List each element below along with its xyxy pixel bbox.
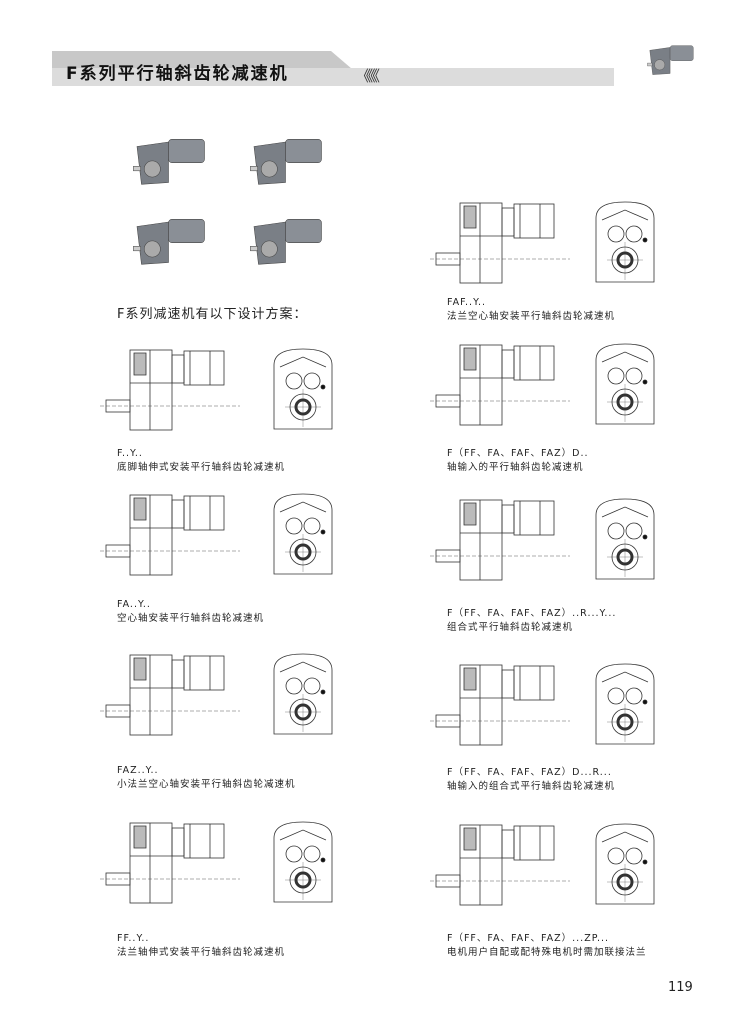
caption-fa-y: FA..Y.. 空心轴安装平行轴斜齿轮减速机 [117, 598, 264, 626]
model-description: 空心轴安装平行轴斜齿轮减速机 [117, 613, 265, 624]
caption-ff-y: FF..Y.. 法兰轴伸式安装平行轴斜齿轮减速机 [117, 932, 285, 960]
product-photo-1 [133, 138, 205, 185]
front-view-drawing [590, 198, 660, 288]
model-code: F（FF、FA、FAF、FAZ）...ZP... [447, 933, 610, 944]
caption-zp: F（FF、FA、FAF、FAZ）...ZP... 电机用户自配或配特殊电机时需加联… [447, 932, 647, 960]
banner-tab [52, 51, 352, 69]
front-view-drawing [268, 650, 338, 740]
model-code: F（FF、FA、FAF、FAZ）..R...Y... [447, 608, 617, 619]
model-description: 电机用户自配或配特殊电机时需加联接法兰 [447, 947, 647, 958]
page-number: 119 [668, 980, 693, 995]
side-view-drawing [100, 490, 240, 580]
side-view-drawing [100, 818, 240, 908]
model-description: 轴输入的平行轴斜齿轮减速机 [447, 462, 584, 473]
front-view-drawing [590, 495, 660, 585]
front-view-drawing [590, 660, 660, 750]
model-code: F（FF、FA、FAF、FAZ）D.. [447, 448, 589, 459]
caption-faf-y: FAF..Y.. 法兰空心轴安装平行轴斜齿轮减速机 [447, 296, 615, 324]
front-view-drawing [590, 340, 660, 430]
caption-d-r: F（FF、FA、FAF、FAZ）D...R... 轴输入的组合式平行轴斜齿轮减速机 [447, 766, 615, 794]
model-description: 底脚轴伸式安装平行轴斜齿轮减速机 [117, 462, 286, 473]
side-view-drawing [430, 198, 570, 288]
chevron-icon: 《《《 [356, 67, 380, 85]
product-photo-4 [250, 218, 322, 265]
page-title: F系列平行轴斜齿轮减速机 [66, 64, 289, 84]
model-description: 法兰轴伸式安装平行轴斜齿轮减速机 [117, 947, 286, 958]
side-view-drawing [430, 340, 570, 430]
model-code: FAF..Y.. [447, 297, 486, 308]
caption-f-y: F..Y.. 底脚轴伸式安装平行轴斜齿轮减速机 [117, 447, 285, 475]
front-view-drawing [268, 818, 338, 908]
model-code: FA..Y.. [117, 599, 151, 610]
model-code: FF..Y.. [117, 933, 150, 944]
side-view-drawing [100, 650, 240, 740]
front-view-drawing [268, 490, 338, 580]
model-description: 组合式平行轴斜齿轮减速机 [447, 622, 574, 633]
banner-bar [52, 68, 614, 86]
model-code: FAZ..Y.. [117, 765, 159, 776]
gearmotor-thumbnail [647, 45, 694, 75]
side-view-drawing [100, 345, 240, 435]
side-view-drawing [430, 660, 570, 750]
caption-d: F（FF、FA、FAF、FAZ）D.. 轴输入的平行轴斜齿轮减速机 [447, 447, 589, 475]
side-view-drawing [430, 820, 570, 910]
model-code: F..Y.. [117, 448, 143, 459]
product-photo-3 [133, 218, 205, 265]
front-view-drawing [268, 345, 338, 435]
model-description: 法兰空心轴安装平行轴斜齿轮减速机 [447, 311, 616, 322]
front-view-drawing [590, 820, 660, 910]
product-photo-2 [250, 138, 322, 185]
caption-r-y: F（FF、FA、FAF、FAZ）..R...Y... 组合式平行轴斜齿轮减速机 [447, 607, 616, 635]
side-view-drawing [430, 495, 570, 585]
caption-faz-y: FAZ..Y.. 小法兰空心轴安装平行轴斜齿轮减速机 [117, 764, 296, 792]
design-options-heading: F系列减速机有以下设计方案： [117, 307, 308, 322]
model-description: 小法兰空心轴安装平行轴斜齿轮减速机 [117, 779, 296, 790]
model-code: F（FF、FA、FAF、FAZ）D...R... [447, 767, 612, 778]
model-description: 轴输入的组合式平行轴斜齿轮减速机 [447, 781, 616, 792]
